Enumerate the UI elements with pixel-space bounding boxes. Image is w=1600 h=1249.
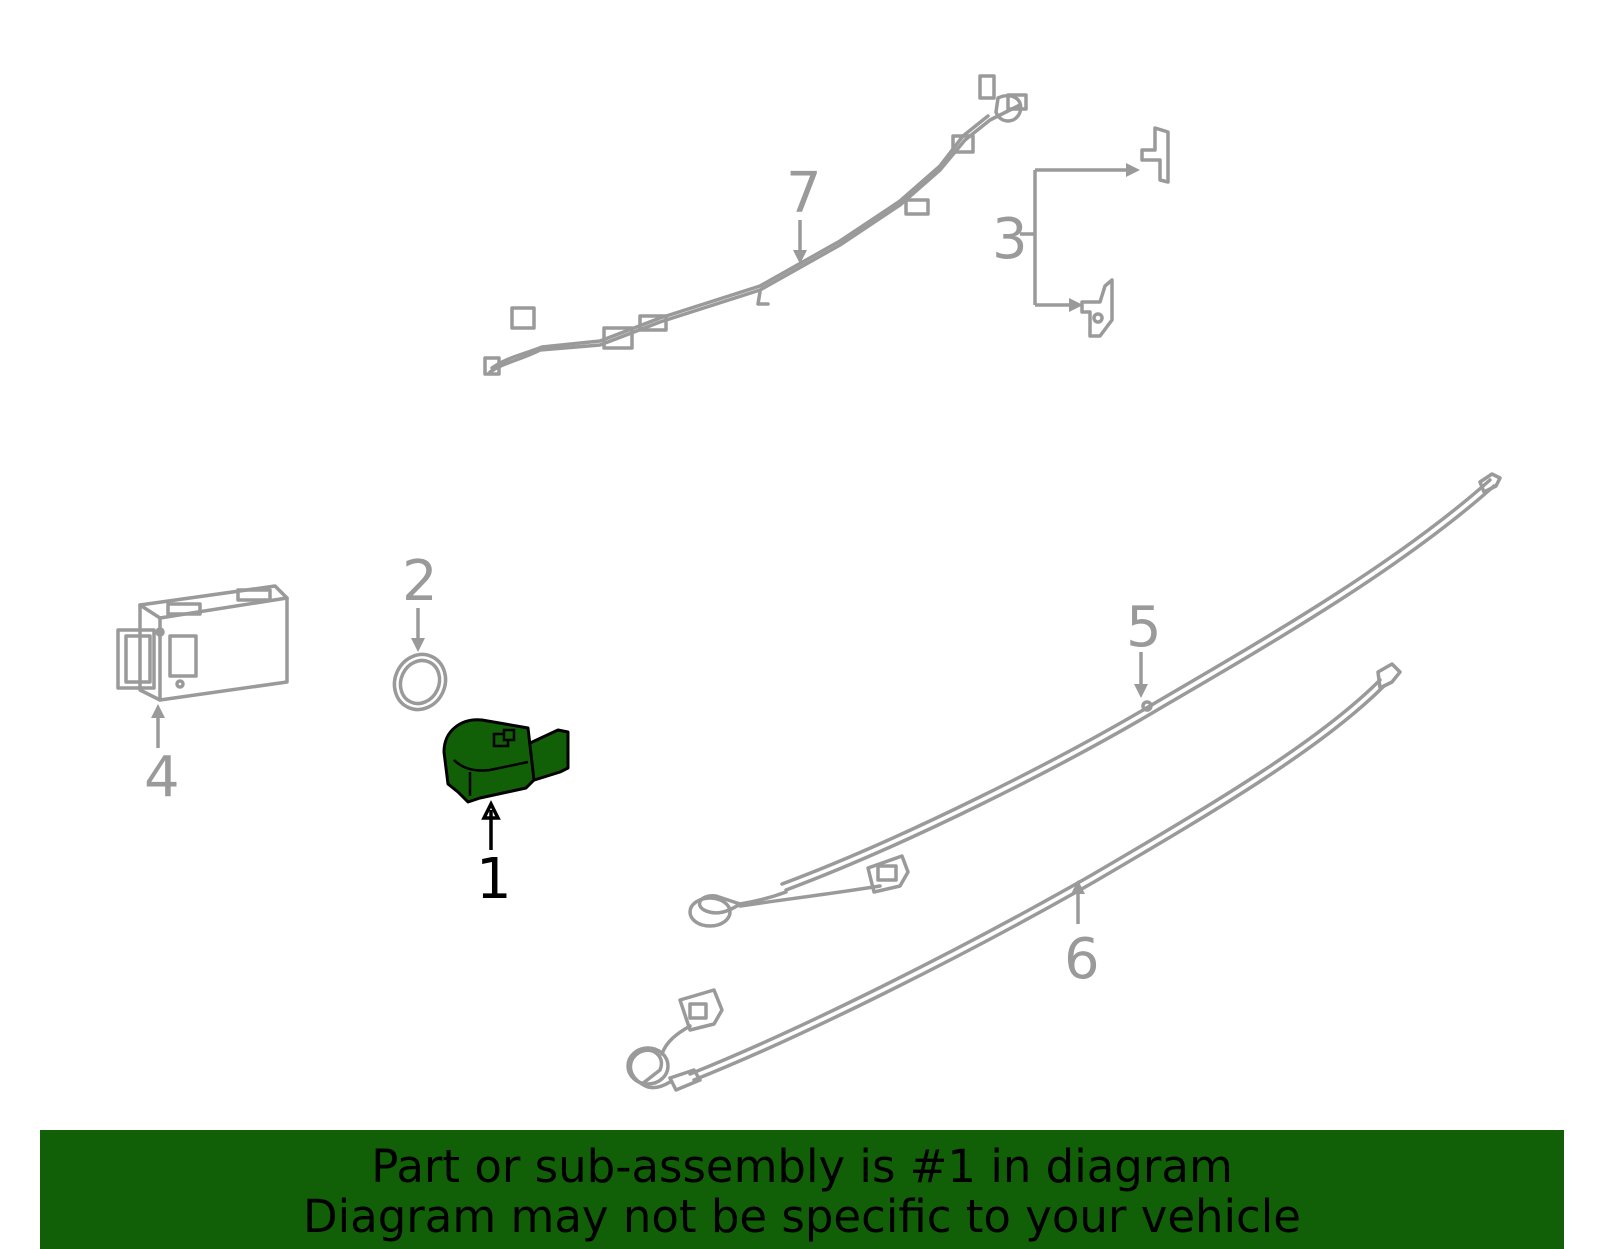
leader-arrow-6: [1071, 880, 1085, 894]
info-banner: Part or sub-assembly is #1 in diagram Di…: [40, 1130, 1564, 1249]
parts-diagram: 1 2 3 4 5 6 7: [116, 74, 1502, 1092]
leader-arrow-2: [411, 638, 425, 652]
leader-arrow-7: [793, 250, 807, 264]
leader-arrow-3b: [1069, 298, 1083, 312]
leader-arrow-3a: [1126, 163, 1140, 177]
callout-6: 6: [1064, 927, 1100, 992]
part-3-brackets[interactable]: [1080, 126, 1170, 338]
callout-4: 4: [144, 745, 180, 810]
banner-line-2: Diagram may not be specific to your vehi…: [303, 1190, 1301, 1243]
leader-arrow-5: [1134, 684, 1148, 698]
banner-line-1: Part or sub-assembly is #1 in diagram: [371, 1140, 1233, 1193]
part-2-retainer-ring[interactable]: [386, 646, 455, 718]
callout-1: 1: [476, 847, 512, 912]
part-5-sensor-wire[interactable]: [688, 472, 1502, 928]
part-1-parking-sensor[interactable]: [442, 718, 570, 804]
callout-2: 2: [402, 549, 438, 614]
part-7-wiring-harness[interactable]: [483, 74, 1028, 376]
callout-7: 7: [786, 161, 822, 226]
leader-arrow-4: [151, 704, 165, 718]
callout-3: 3: [992, 207, 1028, 272]
part-4-control-module[interactable]: [116, 584, 289, 702]
leader-line-3: [1020, 168, 1132, 307]
part-6-sensor-wire[interactable]: [626, 662, 1402, 1092]
leader-arrow-1: [481, 800, 501, 820]
callout-5: 5: [1126, 595, 1162, 660]
